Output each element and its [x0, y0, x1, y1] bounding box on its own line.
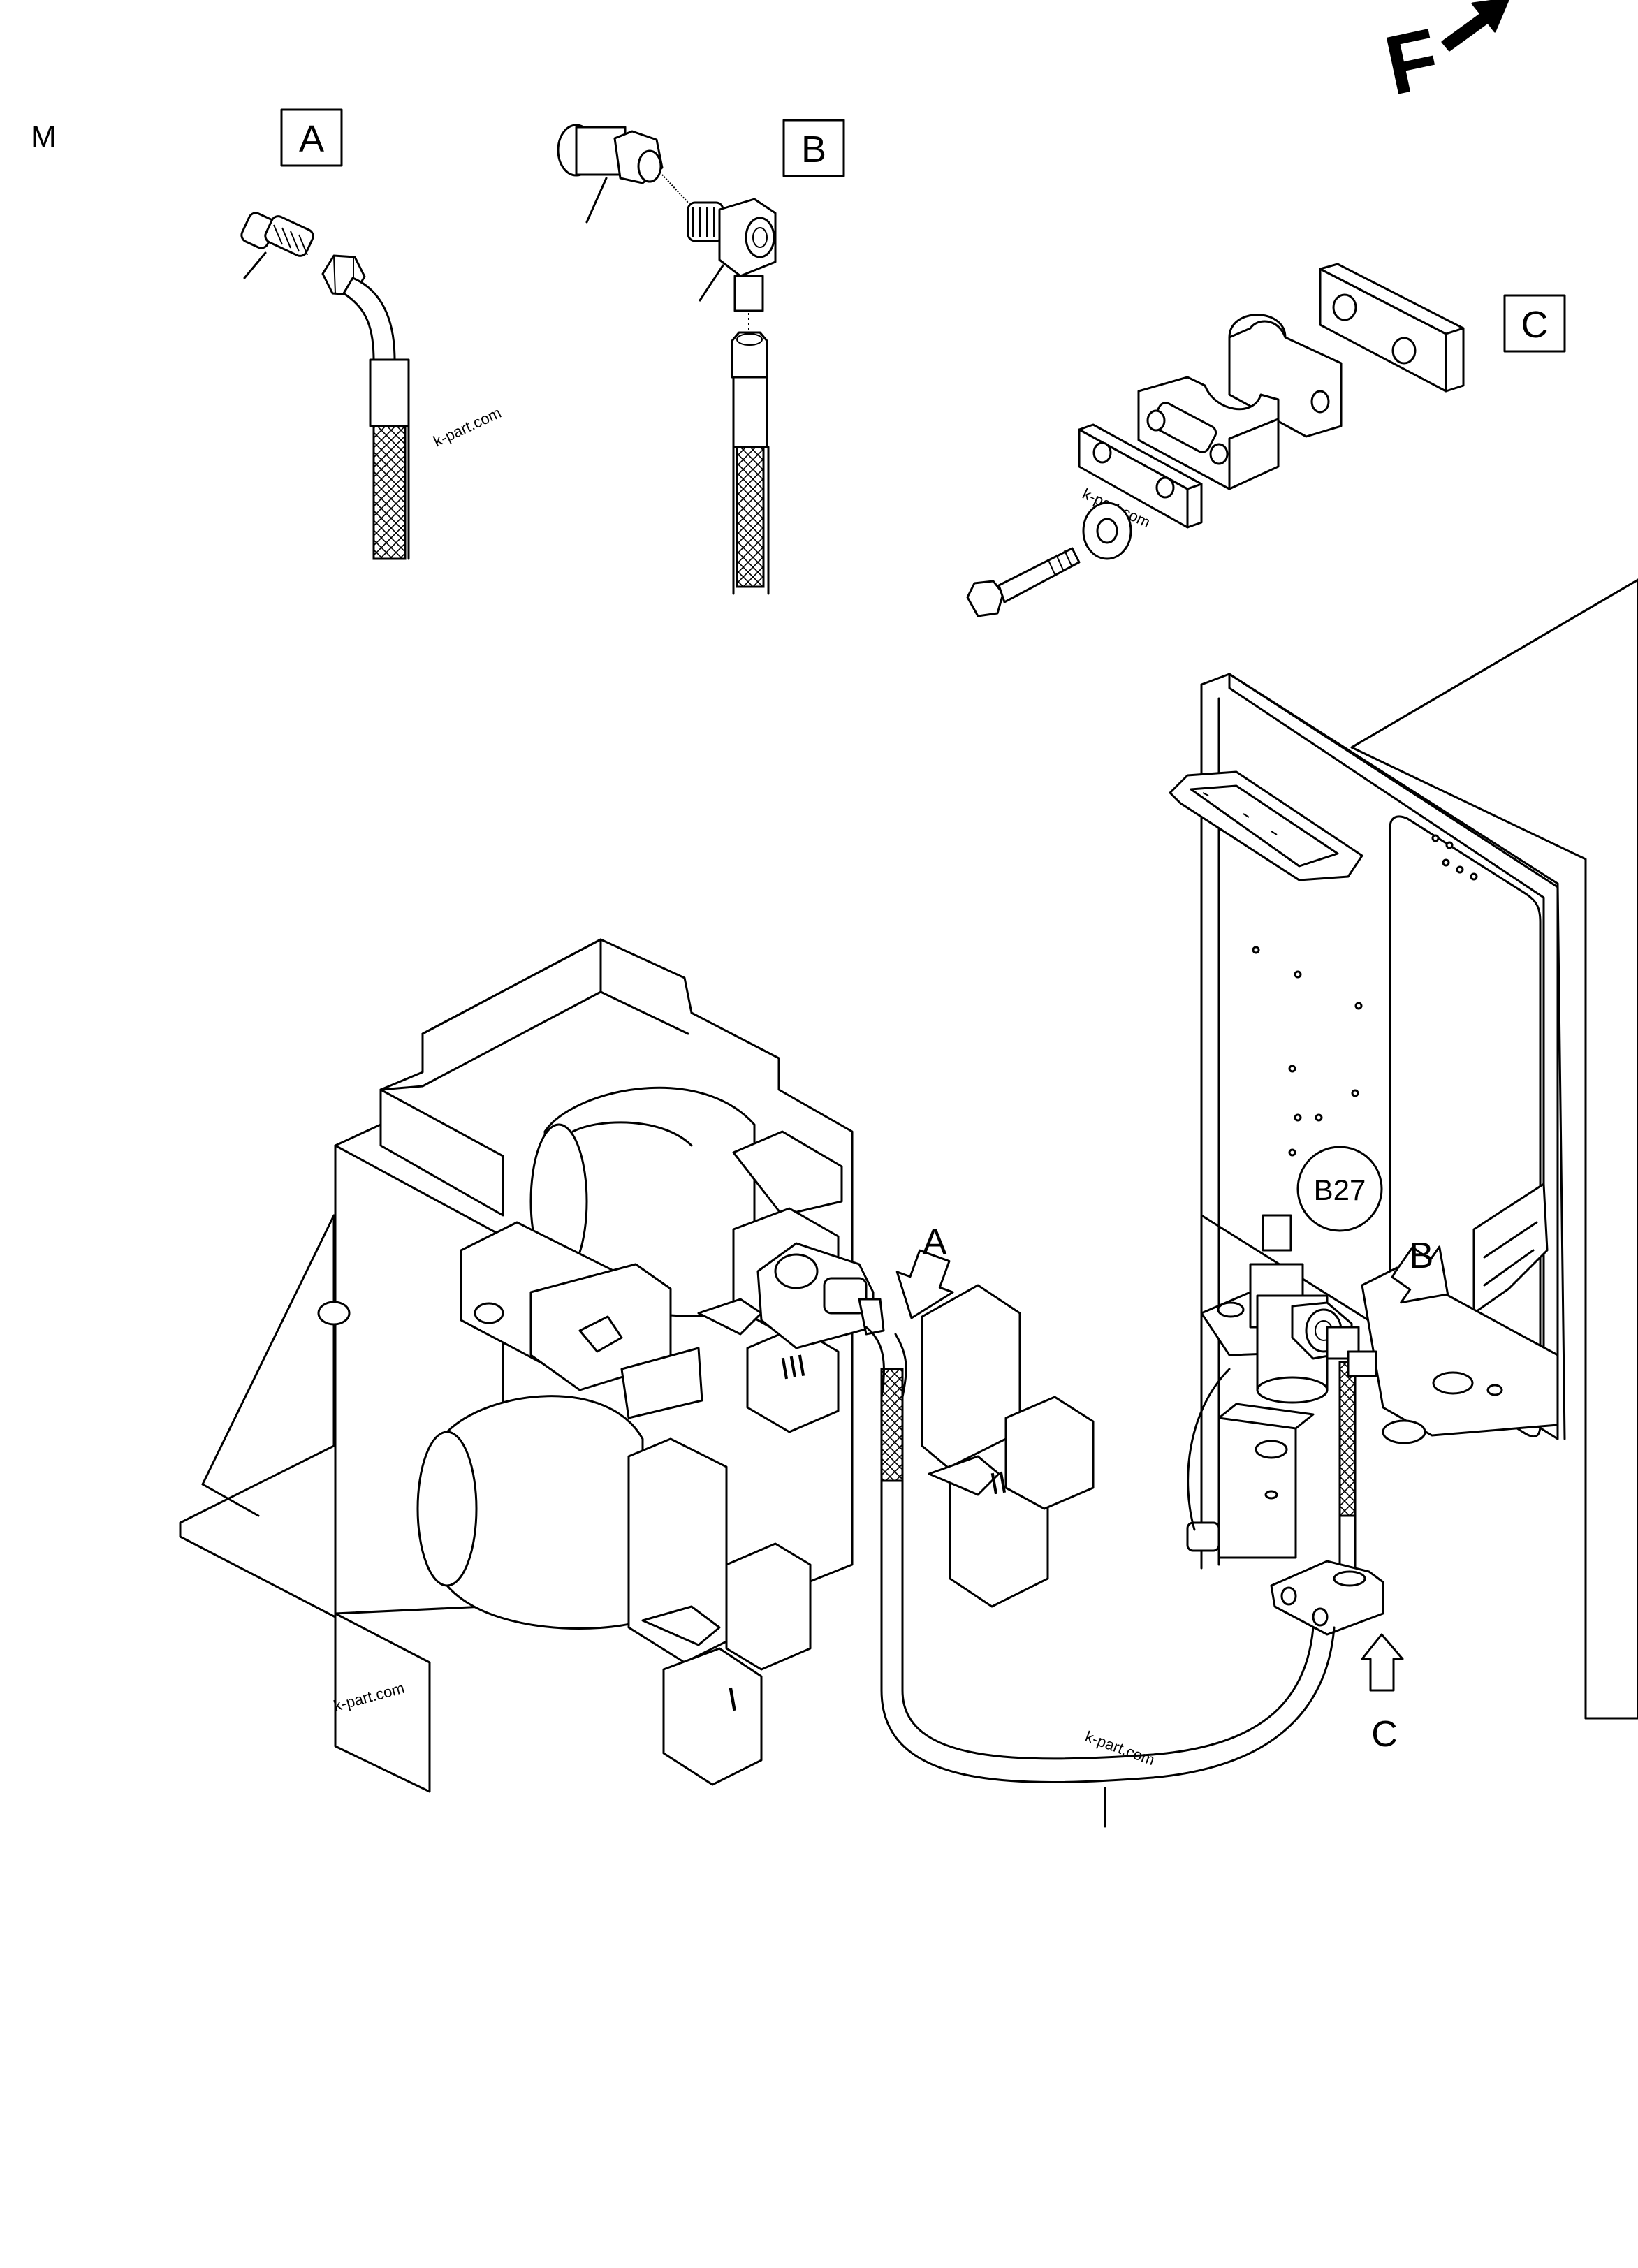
detail-b-label: B — [801, 129, 826, 170]
detail-a-hose-ferrule — [369, 358, 410, 427]
pump-connector-a — [756, 1242, 885, 1349]
hose-clamp-c — [1270, 1560, 1384, 1636]
pump-solenoid — [460, 1221, 703, 1419]
detail-c: C k-part.c — [966, 263, 1566, 617]
frame-holes — [1252, 834, 1478, 1157]
roman-iii: III — [777, 1348, 809, 1387]
detail-c-box — [1503, 294, 1566, 353]
detail-c-bolt — [966, 547, 1081, 617]
valve-block — [1186, 1214, 1360, 1559]
front-letter: F — [1377, 10, 1447, 112]
arrow-a-label: A — [923, 1222, 947, 1262]
frame-hose — [1338, 1350, 1377, 1580]
position-callout: B27 — [1296, 1146, 1383, 1232]
detail-c-label: C — [1521, 304, 1549, 346]
arrow-b-label: B — [1410, 1236, 1434, 1276]
detail-a-box — [280, 108, 343, 167]
sheet-label: M — [31, 119, 57, 154]
detail-c-lower-clamp-half — [1137, 376, 1280, 490]
detail-a: A k-part.com — [240, 108, 504, 560]
front-arrow — [1441, 0, 1509, 52]
detail-a-hose-braid — [372, 425, 407, 560]
position-label: B27 — [1314, 1173, 1366, 1206]
detail-c-front-plate — [1078, 423, 1203, 529]
detail-b-hose-braid — [736, 446, 765, 588]
detail-a-label: A — [299, 118, 324, 160]
detail-b-hose-ferrule — [732, 376, 768, 448]
detail-c-back-plate — [1319, 263, 1465, 393]
detail-a-adapter-fitting — [240, 212, 314, 279]
detail-a-hose-bend — [342, 277, 396, 361]
watermark-4: k-part.com — [1083, 1727, 1157, 1769]
callout-arrow-b: B — [1391, 1236, 1449, 1304]
pump-star-ii-right: II — [921, 1284, 1095, 1608]
arrow-c-label: C — [1371, 1714, 1398, 1755]
detail-b-straight-connector — [557, 124, 664, 224]
pump-star-i — [627, 1437, 812, 1786]
detail-b-tee-fitting — [687, 198, 777, 312]
watermark-1: k-part.com — [431, 404, 504, 451]
detail-b-box — [782, 119, 845, 177]
pump-assembly: I III k-part.com — [179, 938, 854, 1793]
pump-motor-i — [416, 1395, 644, 1630]
front-direction-indicator: F — [1377, 0, 1509, 113]
mounting-frame — [1169, 578, 1638, 1720]
callout-arrow-a: A — [895, 1222, 954, 1319]
detail-b: B — [557, 119, 845, 595]
callout-arrow-c: C — [1361, 1633, 1404, 1755]
detail-c-washer — [1082, 502, 1132, 560]
